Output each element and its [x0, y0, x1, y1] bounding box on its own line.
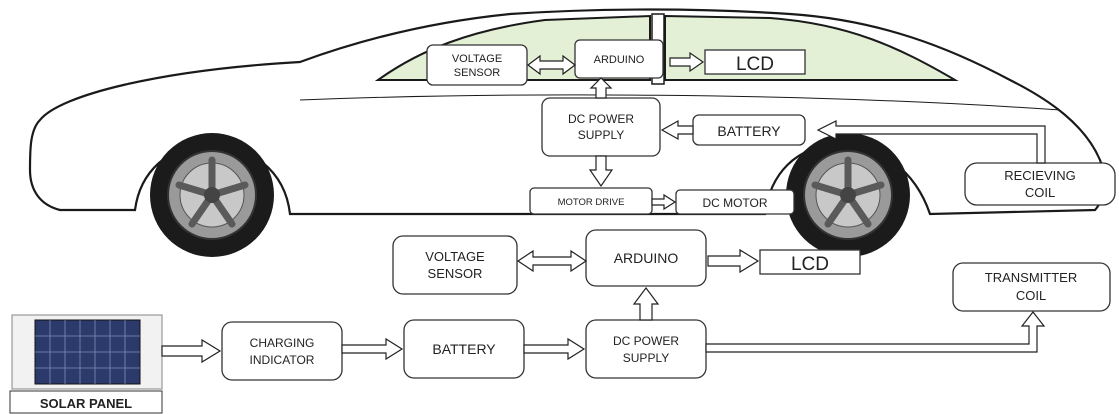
vehicle-motor-drive-dc-motor-arrow [651, 193, 677, 211]
station-battery-label: BATTERY [432, 341, 496, 357]
vehicle-battery-power-arrow [660, 119, 694, 141]
station-battery-box: BATTERY [403, 319, 525, 379]
vehicle-dc-motor-box: DC MOTOR [675, 189, 795, 215]
station-dc-power-supply-box: DC POWER SUPPLY [585, 319, 707, 379]
station-voltage-sensor-label-2: SENSOR [428, 266, 483, 281]
station-solar-indicator-arrow [161, 338, 222, 364]
station-power-arduino-arrow [632, 287, 660, 321]
vehicle-voltage-sensor-label-2: SENSOR [454, 67, 501, 79]
station-voltage-sensor-box: VOLTAGE SENSOR [392, 235, 518, 295]
vehicle-receiving-coil-label-2: COIL [1025, 185, 1055, 200]
vehicle-motor-drive-box: MOTOR DRIVE [529, 187, 653, 215]
station-sensor-arduino-double-arrow [516, 249, 588, 273]
vehicle-dc-power-supply-box: DC POWER SUPPLY [541, 97, 661, 157]
vehicle-receiving-coil-box: RECIEVING COIL [964, 162, 1116, 206]
car-door-line [299, 94, 1061, 111]
station-transmitter-coil-label-1: TRANSMITTER [985, 270, 1077, 285]
station-lcd-label: LCD [791, 254, 829, 275]
vehicle-sensor-arduino-double-arrow [527, 54, 576, 76]
station-voltage-sensor-label-1: VOLTAGE [425, 249, 485, 264]
car-front-wheel [150, 133, 274, 257]
station-indicator-battery-arrow [341, 337, 404, 361]
vehicle-battery-label: BATTERY [717, 123, 781, 139]
car-rear-wheel [786, 133, 910, 257]
station-dc-power-supply-label-1: DC POWER [613, 334, 679, 348]
station-power-transmitter-arrow [705, 311, 1046, 353]
solar-panel-caption: SOLAR PANEL [9, 390, 163, 414]
vehicle-power-motor-drive-arrow [588, 155, 614, 188]
vehicle-voltage-sensor-box: VOLTAGE SENSOR [426, 44, 528, 86]
station-transmitter-coil-box: TRANSMITTER COIL [952, 262, 1111, 312]
vehicle-coil-battery-arrow [816, 120, 1046, 164]
vehicle-receiving-coil-label-1: RECIEVING [1004, 168, 1076, 183]
solar-panel-label: SOLAR PANEL [40, 396, 132, 411]
vehicle-battery-box: BATTERY [692, 114, 806, 146]
station-transmitter-coil-label-2: COIL [1016, 288, 1046, 303]
vehicle-lcd-label: LCD [736, 54, 774, 75]
vehicle-arduino-box: ARDUINO [574, 39, 664, 79]
solar-panel-image [11, 314, 163, 390]
station-dc-power-supply-label-2: SUPPLY [623, 351, 669, 365]
vehicle-motor-drive-label: MOTOR DRIVE [558, 197, 625, 208]
vehicle-arduino-label: ARDUINO [594, 54, 645, 66]
station-arduino-label: ARDUINO [614, 250, 679, 266]
vehicle-dc-power-supply-label-1: DC POWER [568, 112, 634, 126]
station-charging-indicator-label-2: INDICATOR [250, 353, 315, 367]
vehicle-power-arduino-arrow [589, 77, 613, 99]
station-arduino-lcd-arrow [707, 248, 760, 274]
vehicle-lcd-box: LCD [704, 49, 806, 75]
station-arduino-box: ARDUINO [585, 229, 707, 287]
vehicle-arduino-lcd-arrow [669, 51, 705, 73]
station-charging-indicator-label-1: CHARGING [250, 336, 315, 350]
station-lcd-box: LCD [759, 249, 861, 275]
vehicle-voltage-sensor-label-1: VOLTAGE [452, 53, 502, 65]
station-battery-power-arrow [523, 337, 586, 361]
station-charging-indicator-box: CHARGING INDICATOR [221, 321, 343, 381]
vehicle-dc-motor-label: DC MOTOR [702, 196, 767, 210]
vehicle-dc-power-supply-label-2: SUPPLY [578, 128, 624, 142]
